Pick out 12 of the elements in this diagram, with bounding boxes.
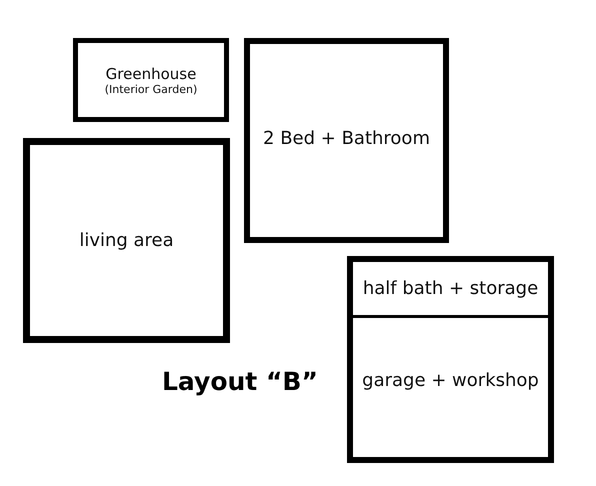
room-box [244,38,449,243]
room-name: 2 Bed + Bathroom [263,128,430,149]
room-name: Greenhouse [106,64,196,82]
room-box [23,138,230,343]
room-note: (Interior Garden) [104,82,198,96]
room-box [73,38,229,122]
room-section [347,256,554,318]
room-section [347,315,554,463]
room-name: half bath + storage [362,278,538,299]
layout-title: Layout “B” [162,367,318,396]
room-name: garage + workshop [362,370,539,391]
room-name: living area [79,230,174,251]
